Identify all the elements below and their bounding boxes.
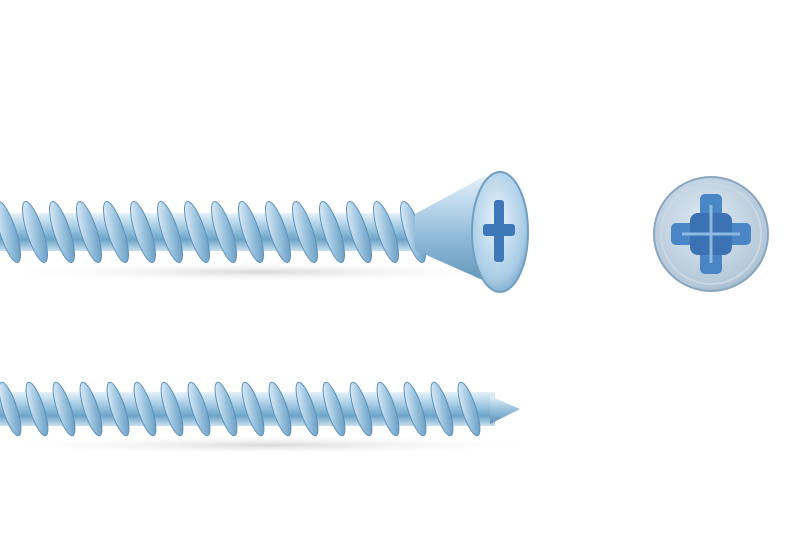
bottom-screw-shadow <box>0 435 550 455</box>
thread-ridge <box>211 200 237 264</box>
thread-ridge <box>238 200 264 264</box>
thread-ridge <box>457 381 481 437</box>
thread-ridge <box>319 200 345 264</box>
thread-ridge <box>292 200 318 264</box>
front-cross-recess-icon <box>671 194 751 274</box>
thread-ridge <box>25 381 49 437</box>
thread-ridge <box>76 200 102 264</box>
thread-ridge <box>184 200 210 264</box>
thread-ridge <box>214 381 238 437</box>
thread-ridge <box>373 200 399 264</box>
thread-ridge <box>346 200 372 264</box>
top-screw-shadow <box>0 262 530 282</box>
thread-ridge <box>52 381 76 437</box>
thread-ridge <box>430 381 454 437</box>
thread-ridge <box>106 381 130 437</box>
thread-ridge <box>0 200 21 264</box>
thread-ridge <box>22 200 48 264</box>
bottom-screw <box>0 381 520 437</box>
thread-ridge <box>241 381 265 437</box>
bottom-screw-tip <box>490 396 520 424</box>
screw-head-front-view <box>653 176 769 292</box>
thread-ridge <box>160 381 184 437</box>
thread-ridge <box>265 200 291 264</box>
thread-ridge <box>403 381 427 437</box>
thread-ridge <box>133 381 157 437</box>
thread-ridge <box>349 381 373 437</box>
thread-ridge <box>157 200 183 264</box>
top-screw-threads <box>0 200 426 264</box>
top-screw <box>0 171 529 293</box>
cross-recess-icon <box>483 200 515 262</box>
thread-ridge <box>103 200 129 264</box>
bottom-screw-threads <box>0 381 481 437</box>
thread-ridge <box>187 381 211 437</box>
thread-ridge <box>376 381 400 437</box>
thread-ridge <box>49 200 75 264</box>
thread-ridge <box>130 200 156 264</box>
thread-ridge <box>322 381 346 437</box>
thread-ridge <box>295 381 319 437</box>
thread-ridge <box>0 381 22 437</box>
thread-ridge <box>79 381 103 437</box>
thread-ridge <box>268 381 292 437</box>
